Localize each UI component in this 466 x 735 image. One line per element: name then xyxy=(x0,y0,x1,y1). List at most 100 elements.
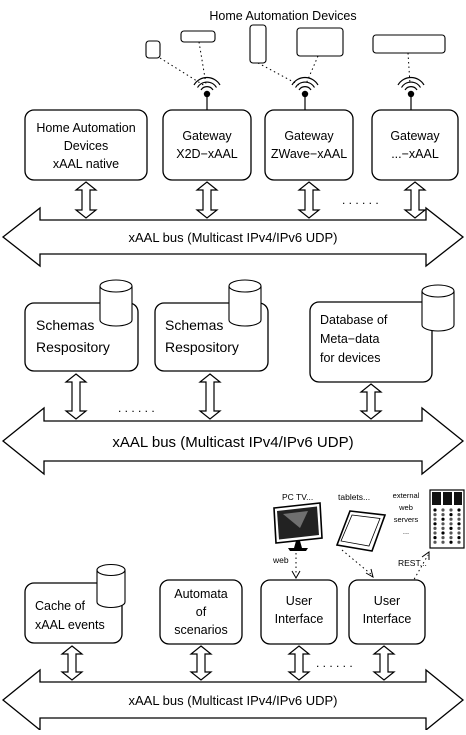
box-line: Interface xyxy=(363,612,412,626)
connector-arrow xyxy=(359,383,383,420)
rack-led xyxy=(433,536,437,540)
box-line: Schemas xyxy=(36,317,94,333)
box-user-interface-1: User Interface xyxy=(260,579,338,645)
box-line: Gateway xyxy=(284,129,334,143)
rack-led xyxy=(441,531,445,535)
connector-arrow xyxy=(287,645,311,681)
database-icon xyxy=(228,279,262,327)
rack-led xyxy=(457,526,461,531)
connector-arrow xyxy=(189,645,213,681)
label-line: web xyxy=(398,503,413,512)
device-small-square xyxy=(145,40,161,59)
box-line: Gateway xyxy=(390,129,440,143)
devices-title: Home Automation Devices xyxy=(209,9,356,23)
connector-arrow xyxy=(60,645,84,681)
rack-led xyxy=(449,540,453,544)
box-line: xAAL events xyxy=(35,618,105,632)
device-wide-rect xyxy=(372,34,446,54)
box-line: ...−xAAL xyxy=(391,147,439,161)
device-tall-rect xyxy=(249,24,267,64)
rack-led xyxy=(449,531,453,535)
rack-led xyxy=(449,508,453,512)
device-flat-rect xyxy=(180,30,216,43)
box-line: of xyxy=(196,605,207,619)
database-icon xyxy=(421,284,455,332)
box-gateway-zwave: Gateway ZWave−xAAL xyxy=(264,109,354,181)
device-square xyxy=(296,27,344,57)
rack-led xyxy=(433,508,437,512)
rack-led xyxy=(433,522,437,526)
box-xaal-native: Home Automation Devices xAAL native xyxy=(24,109,148,181)
rack-led xyxy=(433,540,437,544)
box-line: Automata xyxy=(174,587,228,601)
connector-arrow xyxy=(74,181,98,219)
box-line: scenarios xyxy=(174,623,228,637)
client-tablets-label: tablets... xyxy=(338,492,370,502)
ellipsis: . . . . . . xyxy=(316,656,353,670)
box-gateway-x2d: Gateway X2D−xAAL xyxy=(162,109,252,181)
rack-led xyxy=(449,513,453,517)
xaal-bus xyxy=(1,406,465,476)
rack-led xyxy=(433,517,437,521)
label-line: servers xyxy=(394,515,419,524)
box-line: Respository xyxy=(165,339,239,355)
rack-led xyxy=(449,536,453,540)
connector-arrow xyxy=(403,181,427,219)
rack-led xyxy=(433,531,437,535)
rack-led xyxy=(441,508,445,512)
rack-led xyxy=(433,513,437,517)
rack-led xyxy=(441,540,445,544)
box-line: Database of xyxy=(320,313,388,327)
rack-led xyxy=(457,522,461,526)
connector-arrow xyxy=(195,181,219,219)
box-line: Schemas xyxy=(165,317,223,333)
box-line: ZWave−xAAL xyxy=(271,147,347,161)
box-user-interface-2: User Interface xyxy=(348,579,426,645)
box-line: Cache of xyxy=(35,599,86,613)
ellipsis: . . . . . . xyxy=(342,193,379,207)
connector-arrow xyxy=(372,645,396,681)
device-icons xyxy=(145,24,446,64)
box-gateway-other: Gateway ...−xAAL xyxy=(371,109,459,181)
antenna-icons xyxy=(193,76,425,110)
xaal-bus xyxy=(1,668,465,732)
bus-label: xAAL bus (Multicast IPv4/IPv6 UDP) xyxy=(128,230,337,245)
box-line: Devices xyxy=(64,139,108,153)
connector-arrow xyxy=(64,373,88,420)
server-rack-icon xyxy=(429,489,465,549)
bus-label: xAAL bus (Multicast IPv4/IPv6 UDP) xyxy=(112,434,353,451)
rack-led xyxy=(457,536,461,540)
box-line: User xyxy=(374,594,400,608)
box-line: Home Automation xyxy=(36,121,135,135)
client-pc-tv-label: PC TV... xyxy=(282,492,313,502)
rack-led xyxy=(441,526,445,531)
box-line: xAAL native xyxy=(53,157,119,171)
antenna-icon xyxy=(397,76,425,110)
box-line: X2D−xAAL xyxy=(176,147,238,161)
rack-led xyxy=(457,508,461,512)
rack-led xyxy=(457,531,461,535)
box-metadata-db: Database of Meta−data for devices xyxy=(309,301,433,383)
antenna-icon xyxy=(193,76,221,110)
box-automata: Automata of scenarios xyxy=(159,579,243,645)
rack-leds xyxy=(433,508,461,544)
rack-led xyxy=(457,517,461,521)
label-line: external xyxy=(393,491,420,500)
database-icon xyxy=(99,279,133,327)
rack-led xyxy=(449,517,453,521)
ellipsis: . . . . . . xyxy=(118,401,155,415)
rack-led xyxy=(441,522,445,526)
box-line: Meta−data xyxy=(320,332,379,346)
label-line: ... xyxy=(403,527,409,536)
database-icon xyxy=(96,563,126,609)
bus-label: xAAL bus (Multicast IPv4/IPv6 UDP) xyxy=(128,693,337,708)
connector-arrow xyxy=(198,373,222,420)
web-label: web xyxy=(272,555,289,565)
antenna-icon xyxy=(291,76,319,110)
rack-led xyxy=(449,526,453,531)
box-line: Interface xyxy=(275,612,324,626)
rack-led xyxy=(441,513,445,517)
rack-led xyxy=(457,513,461,517)
box-line: User xyxy=(286,594,312,608)
